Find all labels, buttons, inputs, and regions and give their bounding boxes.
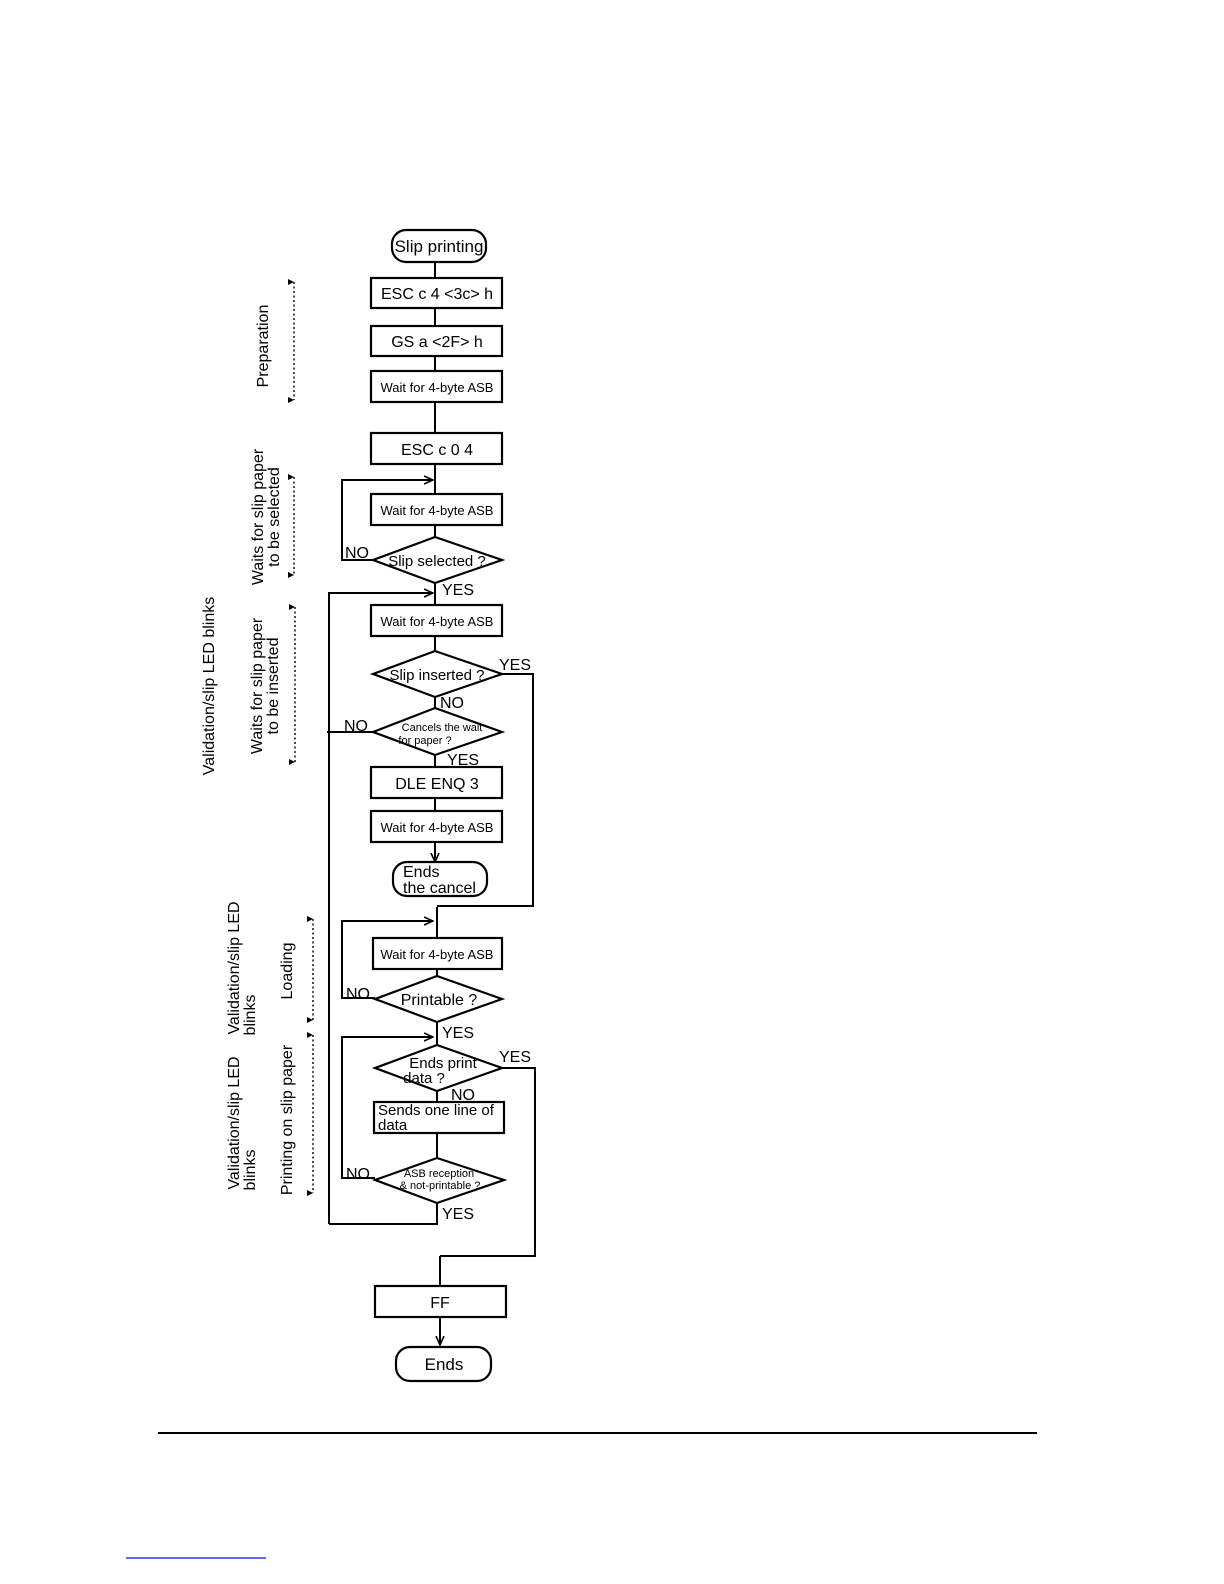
no-label: NO [345, 545, 369, 562]
wait-asb-label: Wait for 4-byte ASB [381, 380, 494, 395]
start-label: Slip printing [395, 237, 484, 256]
esc-c4-label: ESC c 4 <3c> h [381, 286, 493, 303]
ends-cancel-label-2: the cancel [403, 880, 476, 897]
no-label: NO [451, 1087, 475, 1104]
node-wait-asb-2: Wait for 4-byte ASB [369, 492, 504, 527]
ends-print-label-2: data ? [403, 1070, 445, 1087]
decision-slip-inserted: Slip inserted ? YES NO [369, 649, 531, 712]
phase-labels: Preparation Waits for slip paper to be s… [249, 305, 296, 1196]
led-printing-label-2: blinks [242, 1150, 259, 1191]
yes-label: YES [442, 1206, 474, 1223]
no-label: NO [344, 718, 368, 735]
ends-print-label-1: Ends print [409, 1055, 477, 1072]
send-line-label-2: data [378, 1117, 408, 1134]
decision-printable: Printable ? NO YES [346, 974, 506, 1042]
yes-label: YES [447, 752, 479, 769]
wait-asb-label: Wait for 4-byte ASB [381, 503, 494, 518]
phase-brackets [288, 279, 314, 1196]
wait-asb-label: Wait for 4-byte ASB [381, 614, 494, 629]
phase-wait-inserted-label-1: Waits for slip paper [249, 617, 266, 754]
asb-reception-label-2: & not-printable ? [400, 1180, 481, 1192]
node-dle-enq: DLE ENQ 3 [369, 765, 504, 800]
node-ends-cancel: Ends the cancel [391, 860, 489, 898]
slip-inserted-label: Slip inserted ? [389, 667, 484, 684]
node-wait-asb-1: Wait for 4-byte ASB [369, 369, 504, 404]
esc-c0-label: ESC c 0 4 [401, 442, 473, 459]
yes-label: YES [442, 582, 474, 599]
slip-selected-label: Slip selected ? [388, 553, 486, 570]
dle-enq-label: DLE ENQ 3 [395, 776, 479, 793]
no-label: NO [346, 1166, 370, 1183]
decision-slip-selected: Slip selected ? NO YES [345, 535, 506, 599]
led-loading-label-2: blinks [242, 995, 259, 1036]
node-wait-asb-4: Wait for 4-byte ASB [369, 809, 504, 844]
connector-lines [327, 263, 536, 1345]
no-label: NO [346, 986, 370, 1003]
node-start: Slip printing [390, 228, 488, 264]
phase-wait-selected-label-2: to be selected [266, 467, 283, 567]
decision-ends-print-data: Ends print data ? YES NO [371, 1043, 531, 1104]
node-send-line: Sends one line of data [372, 1100, 506, 1135]
yes-label: YES [499, 1049, 531, 1066]
yes-label: YES [499, 657, 531, 674]
led-printing-label-1: Validation/slip LED [226, 1056, 243, 1189]
asb-reception-label-1: ASB reception [404, 1168, 474, 1180]
cancels-wait-label-1: Cancels the wait [402, 722, 483, 734]
cancels-wait-label-2: for paper ? [398, 735, 451, 747]
led-loading-label-1: Validation/slip LED [226, 901, 243, 1034]
decision-cancels-wait: Cancels the wait for paper ? NO YES [344, 706, 506, 769]
wait-asb-label: Wait for 4-byte ASB [381, 947, 494, 962]
phase-printing-label: Printing on slip paper [279, 1044, 296, 1195]
phase-preparation-label: Preparation [255, 305, 272, 388]
printable-label: Printable ? [401, 992, 478, 1009]
node-wait-asb-3: Wait for 4-byte ASB [369, 603, 504, 638]
gs-a-label: GS a <2F> h [391, 334, 483, 351]
node-ff: FF [373, 1284, 508, 1319]
decision-asb-not-printable: ASB reception & not-printable ? NO YES [346, 1156, 508, 1223]
led-notes: Validation/slip LED blinks Validation/sl… [201, 597, 259, 1191]
phase-wait-selected-label-1: Waits for slip paper [250, 448, 267, 585]
wait-asb-label: Wait for 4-byte ASB [381, 820, 494, 835]
led-blinks-label: Validation/slip LED blinks [201, 597, 218, 775]
node-esc-c0: ESC c 0 4 [369, 431, 504, 466]
no-label: NO [440, 695, 464, 712]
end-label: Ends [425, 1355, 464, 1374]
phase-loading-label: Loading [279, 943, 296, 1000]
node-gs-a: GS a <2F> h [369, 324, 504, 358]
send-line-label-1: Sends one line of [378, 1102, 495, 1119]
ff-label: FF [430, 1295, 450, 1312]
yes-label: YES [442, 1025, 474, 1042]
node-wait-asb-5: Wait for 4-byte ASB [371, 936, 504, 971]
node-esc-c4: ESC c 4 <3c> h [369, 276, 504, 310]
ends-cancel-label-1: Ends [403, 864, 439, 881]
phase-wait-inserted-label-2: to be inserted [265, 638, 282, 735]
node-end: Ends [394, 1345, 493, 1383]
